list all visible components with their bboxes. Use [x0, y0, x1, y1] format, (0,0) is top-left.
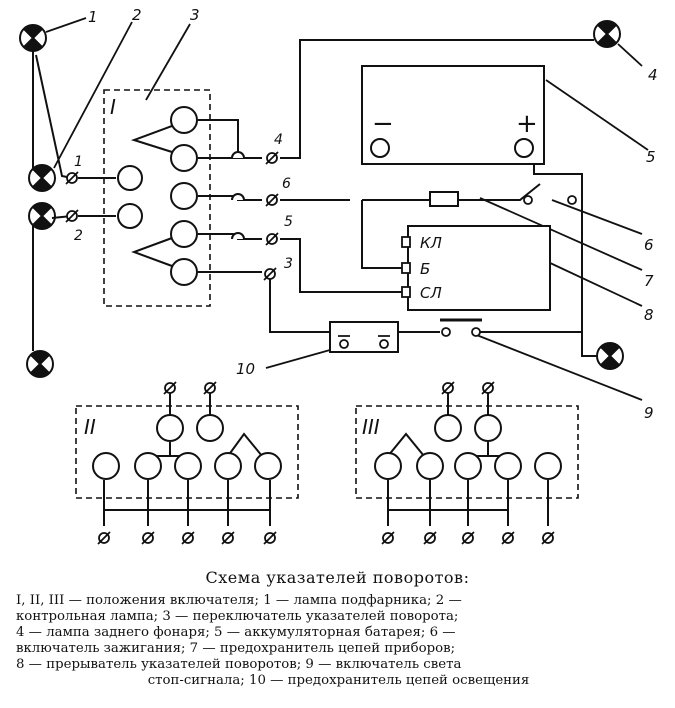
callout-2: 2: [132, 6, 142, 24]
callout-8: 8: [644, 306, 654, 324]
switch-III-contacts: [374, 386, 562, 526]
battery-minus-terminal: [370, 138, 390, 158]
lamp-parking-icon: [26, 349, 54, 379]
terminal-label-2: 2: [74, 228, 83, 244]
terminal-label-5: 5: [284, 214, 293, 230]
callout-3: 3: [190, 6, 200, 24]
interrupter-terminal-kl: КЛ: [420, 234, 442, 252]
figure-caption: Схема указателей поворотов: I, II, III —…: [0, 562, 675, 689]
lamp-parking-icon: [19, 23, 47, 53]
fuse-lighting: [329, 321, 399, 353]
switch-II-contacts: [92, 386, 282, 526]
callout-6: 6: [644, 236, 654, 254]
switch-I-contacts: [117, 106, 198, 286]
callout-5: 5: [646, 148, 656, 166]
interrupter-terminal-sl: СЛ: [420, 284, 442, 302]
battery-plus-terminal: [514, 138, 534, 158]
lamp-tail-icon: [593, 19, 621, 49]
callout-10: 10: [236, 360, 255, 378]
terminal-label-3: 3: [284, 256, 293, 272]
callout-7: 7: [644, 272, 654, 290]
legend-line: I, II, III — положения включателя; 1 — л…: [16, 593, 462, 608]
callout-4: 4: [648, 66, 658, 84]
battery-minus-label: −: [372, 109, 394, 139]
battery: [361, 65, 545, 165]
callout-9: 9: [644, 404, 654, 422]
turn-signal-wiring-diagram: 1 2 3 4 5 6 7 8 9 10 1 2 4 6 5 3 I II II…: [19, 6, 658, 545]
interrupter-terminal-b: Б: [420, 260, 430, 278]
lamp-tail-icon: [596, 341, 624, 371]
position-III-label: III: [362, 415, 380, 439]
battery-plus-label: +: [516, 109, 538, 139]
legend-line: контрольная лампа; 3 — переключатель ука…: [16, 609, 459, 624]
position-II-label: II: [84, 415, 96, 439]
turn-signal-interrupter: [407, 225, 551, 311]
legend-line: включатель зажигания; 7 — предохранитель…: [16, 641, 456, 656]
callout-1: 1: [88, 8, 98, 26]
caption-legend: I, II, III — положения включателя; 1 — л…: [0, 593, 675, 689]
leader-lines: [45, 17, 649, 401]
terminal-label-6: 6: [282, 176, 291, 192]
switch-position-I-box: [103, 89, 211, 307]
legend-line: стоп-сигнала; 10 — предохранитель цепей …: [147, 673, 530, 688]
legend-line: 4 — лампа заднего фонаря; 5 — аккумулято…: [16, 625, 456, 640]
terminal-label-1: 1: [74, 154, 83, 170]
legend-line: 8 — прерыватель указателей поворотов; 9 …: [16, 657, 462, 672]
control-lamp-icon: [28, 201, 56, 231]
terminal-label-4: 4: [274, 132, 283, 148]
position-I-label: I: [110, 95, 116, 119]
fuse-instruments: [429, 191, 459, 207]
caption-title: Схема указателей поворотов:: [205, 568, 470, 587]
control-lamp-icon: [28, 163, 56, 193]
